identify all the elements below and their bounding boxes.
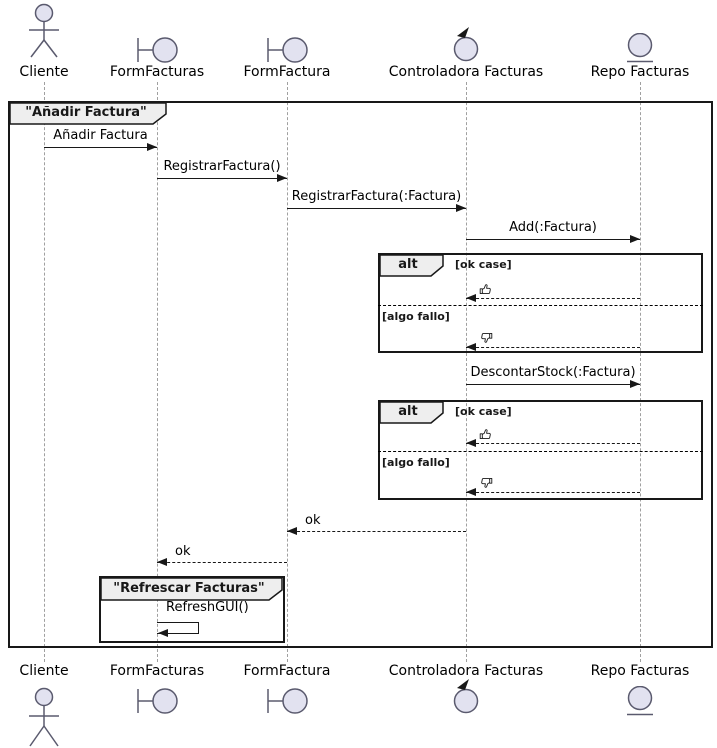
group-refrescar-facturas (99, 576, 285, 643)
entity-icon (627, 686, 653, 716)
lifeline-repo (640, 82, 641, 662)
guard-algo-fallo: [algo fallo] (382, 310, 450, 323)
guard-ok-case: [ok case] (455, 258, 512, 271)
message-label-registrar-factura: RegistrarFactura() (163, 159, 281, 174)
message-label-descontar-stock: DescontarStock(:Factura) (470, 365, 636, 380)
alt-label: alt (398, 404, 418, 419)
return-label-ok-2: ok (175, 544, 191, 559)
lifeline-cliente (44, 82, 45, 662)
alt-fragment-2 (378, 400, 703, 500)
return-label-ok-1: ok (305, 513, 321, 528)
participant-label-formfacturas-bottom: FormFacturas (109, 663, 205, 679)
thumbs-up-icon (479, 429, 491, 440)
group-header (101, 578, 283, 601)
participant-label-formfacturas: FormFacturas (109, 64, 205, 80)
boundary-icon (267, 688, 308, 714)
actor-icon (29, 3, 59, 58)
alt-divider (378, 305, 703, 306)
participant-label-formfactura: FormFactura (243, 64, 331, 80)
alt-label: alt (398, 257, 418, 272)
lifeline-formfacturas (157, 82, 158, 662)
participant-label-repo-bottom: Repo Facturas (590, 663, 690, 679)
boundary-icon (267, 37, 308, 63)
message-label-refresh-gui: RefreshGUI() (166, 600, 249, 615)
lifeline-controladora (466, 82, 467, 662)
self-message-arrowhead (157, 629, 168, 637)
actor-icon (29, 687, 59, 747)
participant-label-cliente: Cliente (19, 64, 69, 80)
message-label-registrar-factura-param: RegistrarFactura(:Factura) (291, 189, 462, 204)
message-label-add-factura: Add(:Factura) (509, 220, 597, 235)
frame-anadir-factura (8, 101, 713, 648)
guard-ok-case: [ok case] (455, 405, 512, 418)
guard-algo-fallo: [algo fallo] (382, 456, 450, 469)
thumbs-up-icon (479, 284, 491, 295)
thumbs-down-icon (481, 477, 493, 488)
control-icon (453, 27, 479, 62)
boundary-icon (137, 688, 178, 714)
alt-divider (378, 451, 703, 452)
alt-fragment-1 (378, 253, 703, 353)
participant-label-formfactura-bottom: FormFactura (243, 663, 331, 679)
participant-label-controladora-bottom: Controladora Facturas (388, 663, 544, 679)
alt-tab (380, 402, 444, 424)
control-icon (453, 679, 479, 714)
alt-tab (380, 255, 444, 277)
self-message-refresh-gui (157, 622, 199, 634)
participant-label-cliente-bottom: Cliente (19, 663, 69, 679)
lifeline-formfactura (287, 82, 288, 662)
participant-label-controladora: Controladora Facturas (388, 64, 544, 80)
thumbs-down-icon (481, 332, 493, 343)
boundary-icon (137, 37, 178, 63)
message-label-anadir-factura: Añadir Factura (53, 128, 148, 143)
participant-label-repo: Repo Facturas (590, 64, 690, 80)
group-title: "Refrescar Facturas" (113, 581, 265, 596)
frame-title: "Añadir Factura" (25, 105, 147, 120)
frame-tab (10, 103, 167, 125)
entity-icon (627, 33, 653, 63)
